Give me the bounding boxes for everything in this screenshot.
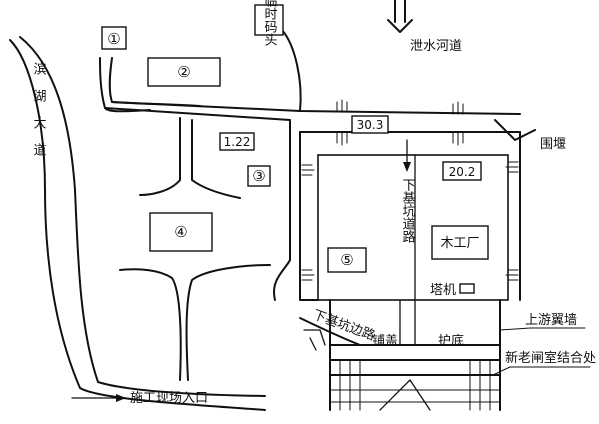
wharf-road: [281, 29, 302, 112]
upstream-wing-wall-label: 上游翼墙: [525, 313, 577, 328]
binhu-avenue-inner-line: [19, 36, 266, 397]
zone-4-label: ④: [174, 223, 187, 241]
road-elevation-box: [351, 115, 389, 134]
zone-1-label: ①: [107, 30, 120, 48]
channel-lines: [329, 389, 501, 403]
pit-access-road-label: 下基坑道路: [400, 178, 416, 243]
binhu-avenue-outer-line: [9, 39, 266, 411]
tower-crane-symbol: [459, 283, 475, 294]
paving-label: 铺盖: [372, 334, 398, 349]
pit-edge-road-curve: [299, 317, 361, 346]
cofferdam-label: 围堰: [540, 137, 566, 152]
temporary-wharf-label: 临时码头: [262, 0, 278, 46]
wharf-label-box: [254, 4, 284, 36]
wall-tick-marks: [301, 99, 519, 281]
zone3-right-road: [273, 119, 291, 301]
old-sluice-junction-label: 新老闸室结合处: [505, 350, 596, 366]
tower-crane-label: 塔机: [430, 283, 456, 298]
pit-elevation-value: 20.2: [449, 165, 476, 179]
channel-diagonal: [379, 379, 431, 411]
zone-2-box: [147, 57, 221, 87]
zone3-branch-left: [139, 117, 181, 196]
zone-5-label: ⑤: [340, 251, 353, 269]
zone3-elevation-value: 1.22: [224, 135, 251, 149]
carpentry-shop-box: [431, 225, 489, 260]
pit-edge-road-stub: [303, 329, 326, 351]
binhu-avenue-label: 滨湖大道: [31, 61, 47, 170]
zone4-lower-left-road: [119, 268, 182, 381]
spillway-arrow: [387, 0, 413, 33]
zone3-branch-mid: [191, 119, 241, 199]
zone-3-box: [247, 165, 271, 187]
upstream-wing-wall-leader: [499, 327, 586, 331]
apron-label: 护底: [438, 333, 464, 349]
old-sluice-junction-leader: [492, 366, 591, 376]
cofferdam-line: [494, 119, 536, 141]
channel-divider: [399, 299, 416, 346]
entrance-arrowhead: [116, 394, 126, 402]
pit-left-road: [299, 131, 319, 301]
road-elevation-value: 30.3: [357, 118, 384, 132]
spillway-label: 泄水河道: [410, 39, 462, 54]
pit-boundary: [317, 154, 509, 301]
zone-3-elevation-box: [219, 132, 255, 151]
carpentry-shop-label: 木工厂: [440, 236, 479, 251]
zone-2-label: ②: [177, 63, 190, 81]
site-entrance-label: 施工现场入口: [130, 391, 208, 406]
pit-elevation-box: [442, 161, 482, 181]
pit-access-arrowhead: [403, 162, 411, 172]
zone-3-label: ③: [252, 167, 265, 185]
zone-4-box: [149, 212, 213, 252]
zone-5-box: [327, 247, 367, 273]
zone-1-box: [101, 26, 127, 50]
zone4-lower-right-road: [185, 264, 271, 381]
channel-grid: [339, 359, 491, 411]
main-road-lower: [104, 107, 291, 121]
